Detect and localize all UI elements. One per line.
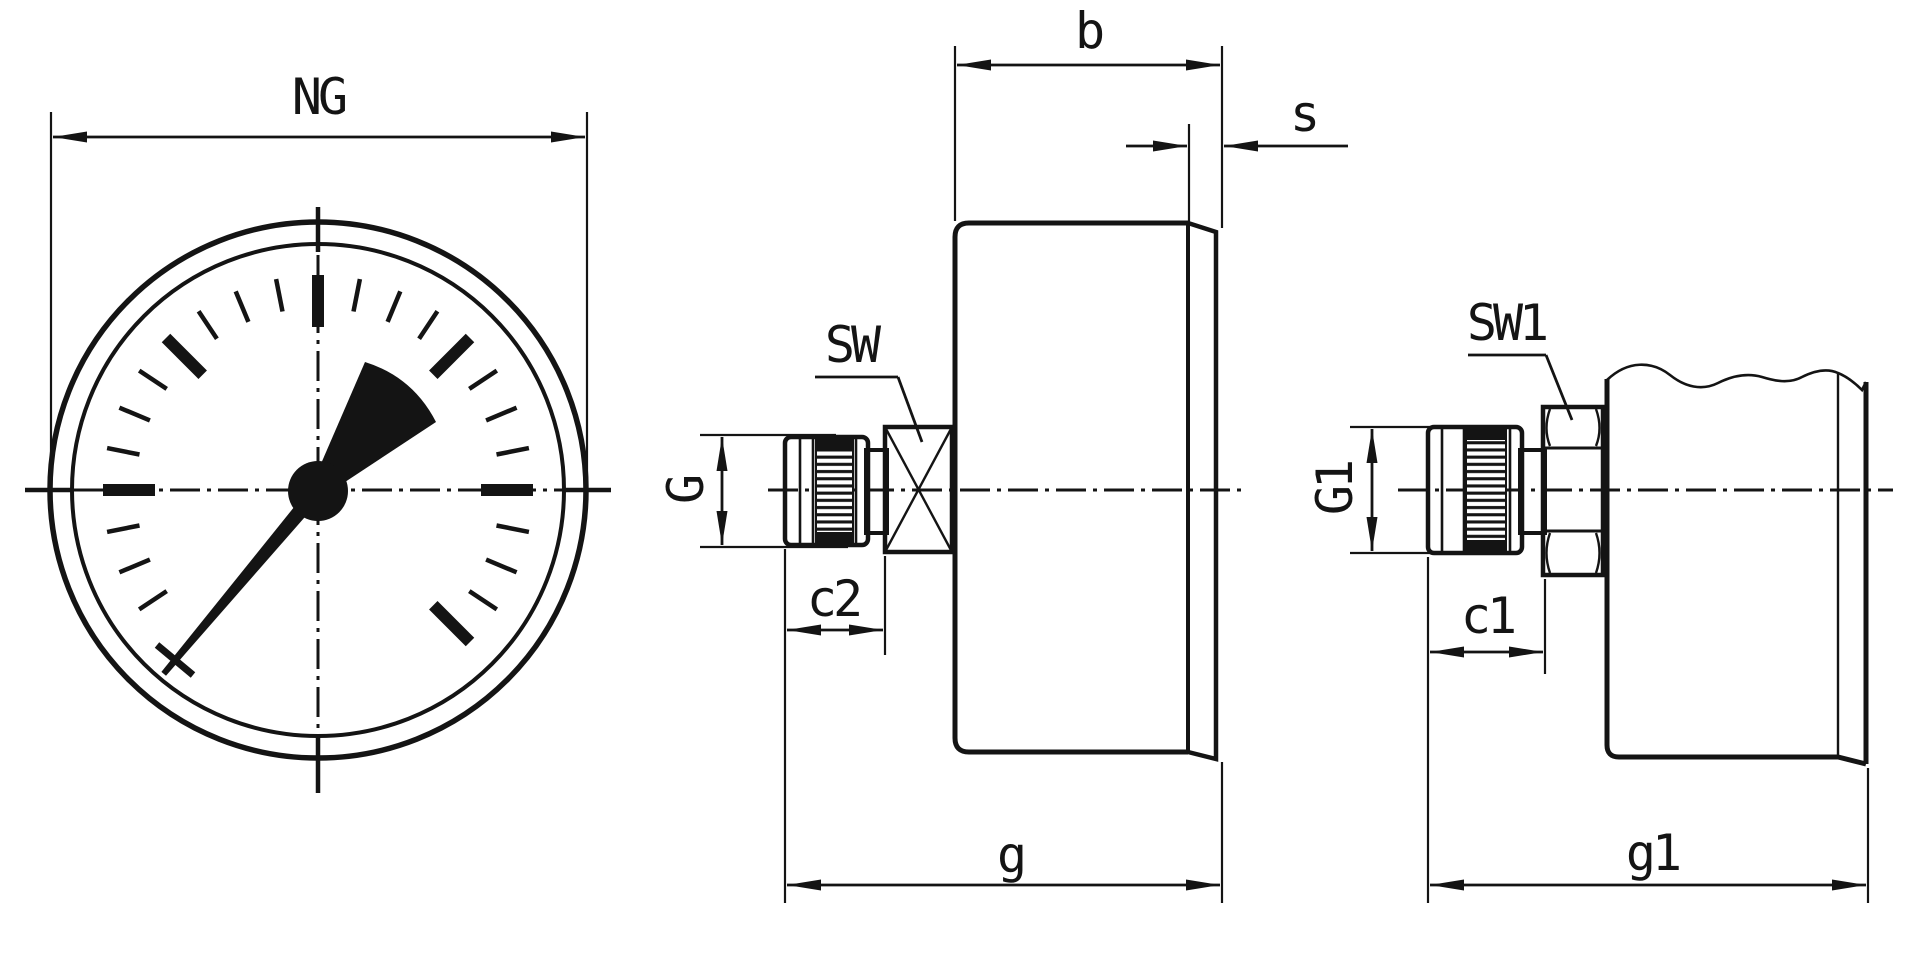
dim-label-c2: c2 (806, 570, 863, 628)
threaded-stem-g (782, 434, 871, 548)
front-view-gauge (25, 112, 611, 793)
dim-label-ng: NG (291, 68, 348, 126)
dimension-g1-thread (1350, 425, 1462, 555)
dim-label-sw: SW (824, 316, 881, 374)
dimension-g (787, 762, 1224, 903)
dimension-s (1126, 124, 1348, 221)
dim-label-b: b (1074, 2, 1105, 60)
case-body-outline (952, 220, 1188, 755)
dim-label-g1: g1 (1625, 824, 1682, 882)
needle-shaft (161, 484, 325, 676)
gauge-dial-ticks (103, 275, 533, 647)
threaded-stem-g1 (1425, 424, 1525, 556)
dim-label-c1: c1 (1460, 587, 1517, 645)
break-line-wavy (1606, 363, 1868, 393)
dimension-c2 (783, 549, 887, 903)
case-back-bezel (1187, 220, 1219, 762)
dimension-ng (49, 112, 589, 492)
dimension-c1 (1426, 557, 1547, 903)
dimension-g1 (1430, 768, 1870, 903)
dim-label-g: g (996, 826, 1027, 884)
leader-sw1 (1468, 353, 1574, 421)
dim-label-s: s (1289, 85, 1320, 143)
dim-label-g1-thread: G1 (1306, 462, 1364, 516)
gauge-needle (161, 362, 436, 676)
dim-label-sw1: SW1 (1466, 294, 1549, 352)
leader-sw (815, 375, 924, 443)
hex-nut-sw1 (1540, 404, 1606, 578)
side-view-center-back (700, 46, 1348, 903)
dim-label-g-thread: G (657, 477, 715, 505)
case-partial (1604, 363, 1869, 767)
dimension-g-thread (700, 433, 848, 549)
dimension-b (953, 46, 1224, 228)
needle-counterweight (320, 362, 436, 484)
side-view-partial (1350, 353, 1893, 903)
needle-hub (288, 461, 348, 521)
